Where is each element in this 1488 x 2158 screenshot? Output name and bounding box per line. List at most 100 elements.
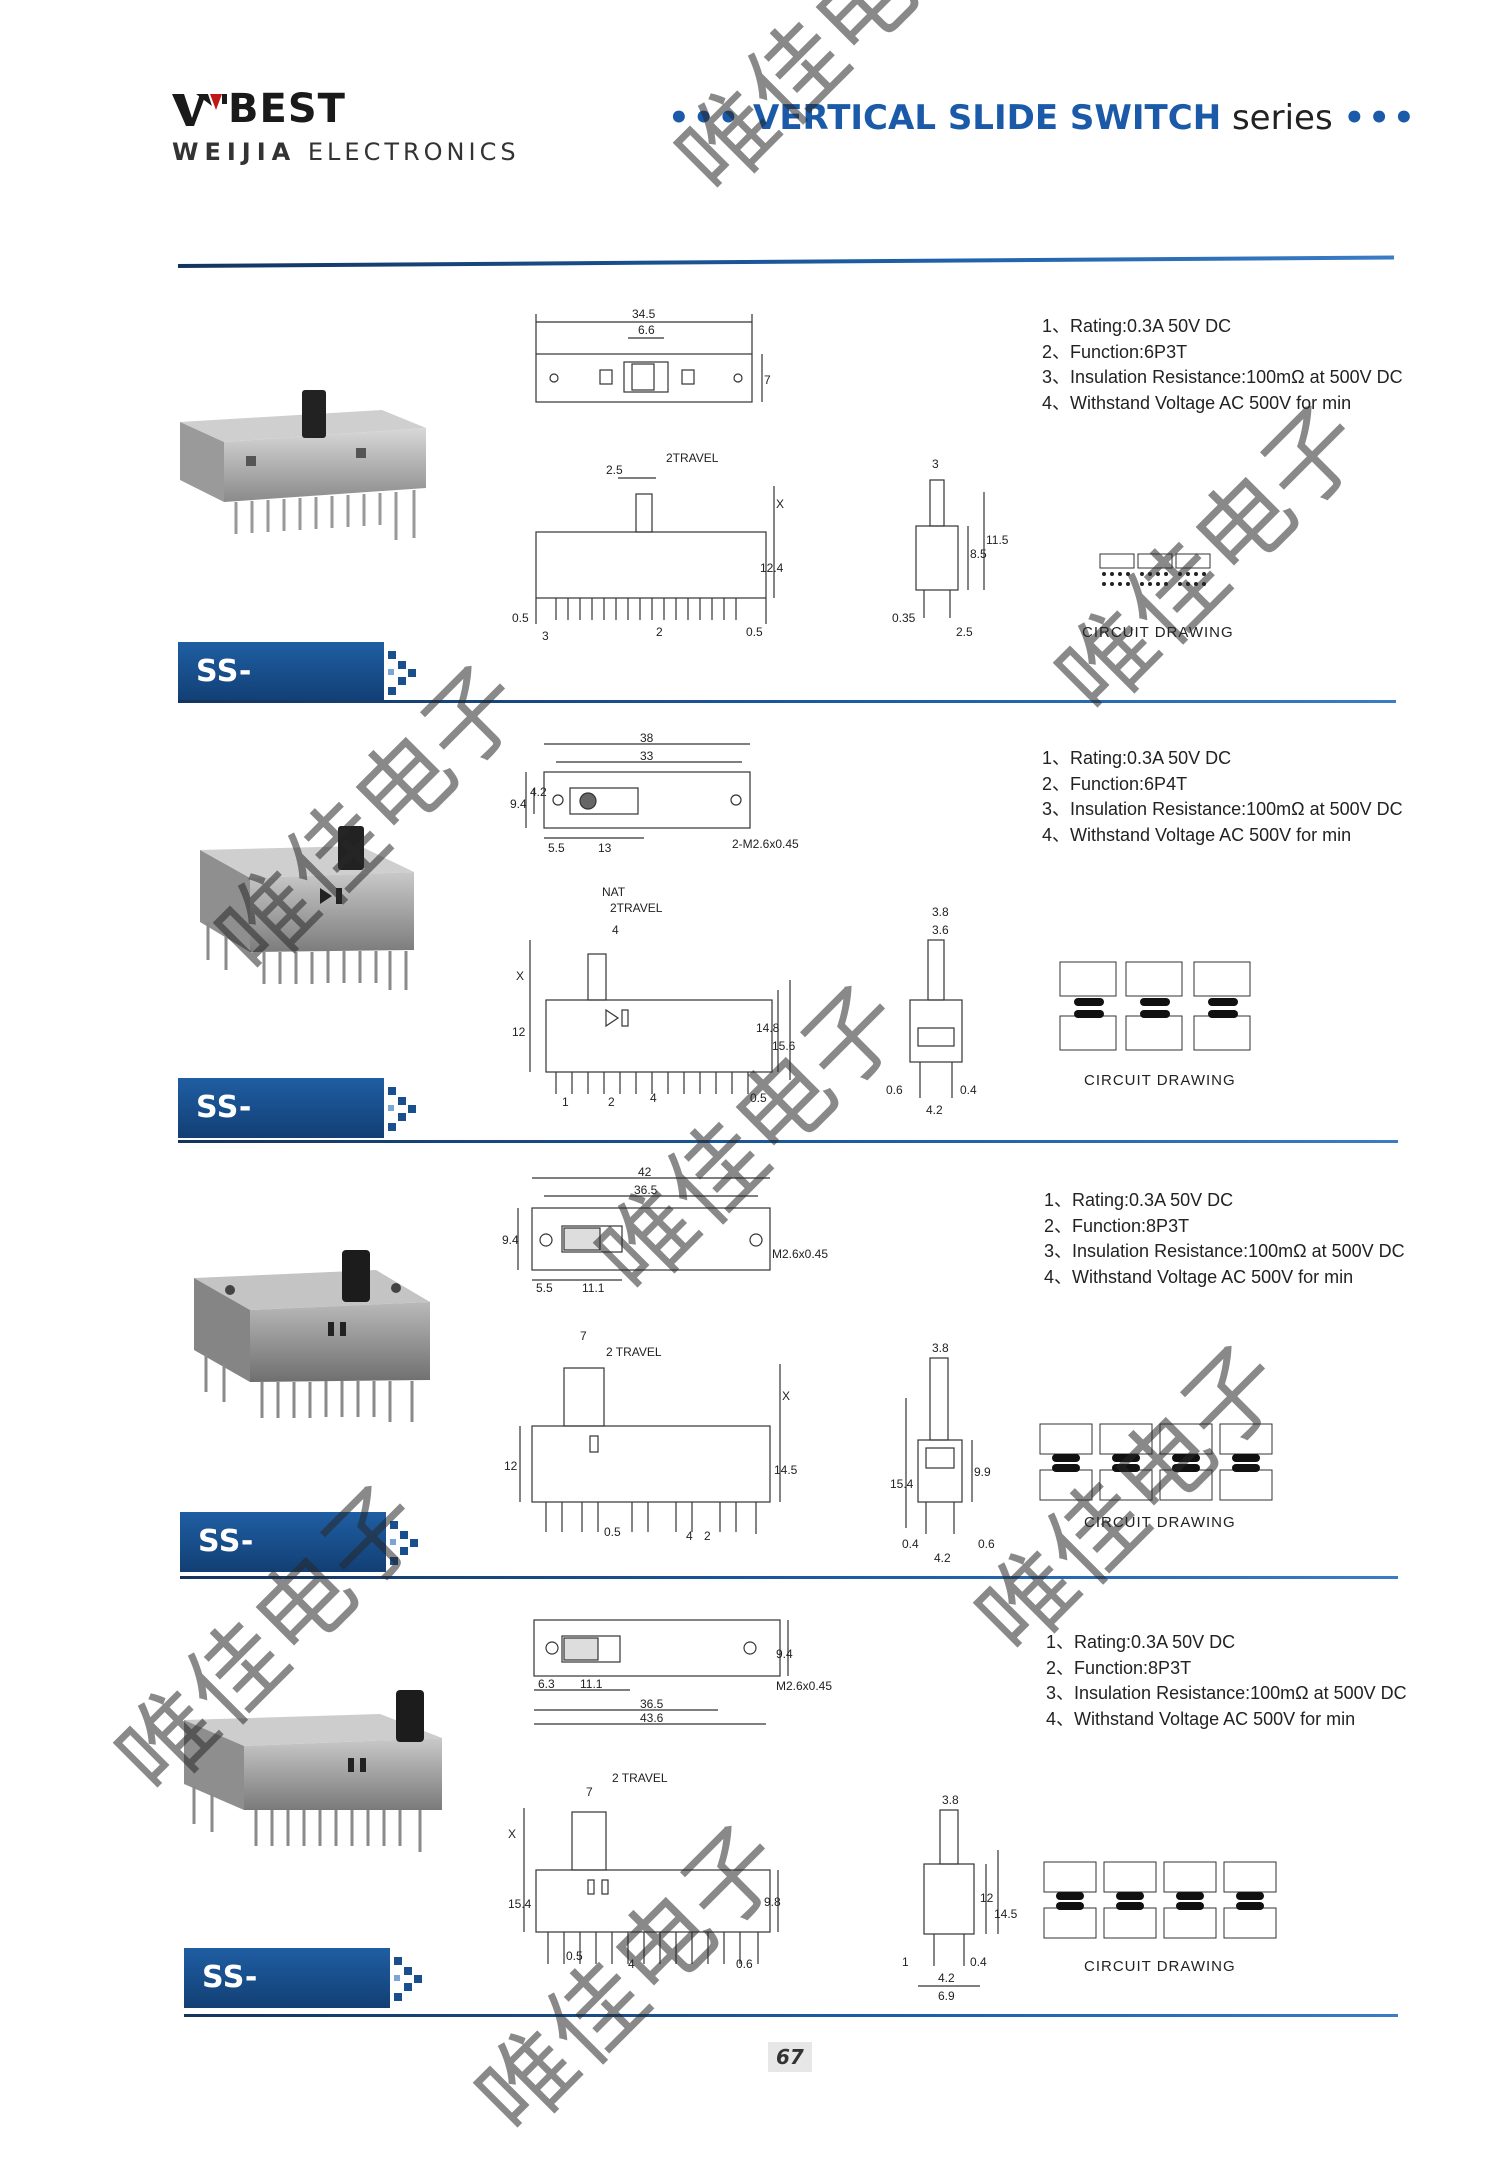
dim-width: 9.4	[510, 797, 527, 811]
circuit-drawing-label: CIRCUIT DRAWING	[1082, 624, 1234, 641]
dim-pin-gap: 2	[704, 1529, 711, 1543]
dim-end-body: 9.9	[974, 1465, 991, 1479]
model-badge: SS-63D04(S)	[178, 642, 428, 749]
dim-end-width: 6.9	[938, 1989, 955, 2003]
spec-rating: 1、Rating:0.3A 50V DC	[1046, 1632, 1236, 1652]
dim-width: 9.4	[776, 1647, 793, 1661]
dim-pin-c: 4	[650, 1091, 657, 1105]
spec-function: 2、Function:6P3T	[1042, 341, 1188, 362]
model-badge: SS-83D01(S)	[180, 1512, 430, 1619]
model-name: SS-64D01(S)	[178, 1078, 384, 1185]
end-view-drawing-1: 0.6 3 8.5 11.5 0.35 2.5	[892, 457, 1009, 639]
dim-x: X	[508, 1827, 516, 1841]
dim-end-pin-b: 0.4	[970, 1955, 987, 1969]
dim-end-pin-a: 1	[902, 1955, 909, 1969]
dim-end-pin: 0.35	[892, 611, 916, 625]
side-view-drawing-2: NAT 2TRAVEL 4 X 12 14.8 15.6 1 2 4 0.5	[512, 885, 796, 1109]
model-name: SS-83D01(S)	[180, 1512, 386, 1619]
dim-end-pin-a: 0.4	[902, 1537, 919, 1551]
company-name: WEIJIA ELECTRONICS	[172, 138, 520, 166]
spec-withstand: 4、Withstand Voltage AC 500V for min	[1046, 1708, 1356, 1729]
dim-width: 9.4	[502, 1233, 519, 1247]
end-view-drawing-3: 3.8 15.4 9.9 0.4 0.6 4.2	[890, 1341, 995, 1565]
dim-travel: 2 TRAVEL	[612, 1771, 668, 1785]
dim-end-pitch: 4.2	[926, 1103, 943, 1117]
dim-length: 38	[640, 731, 654, 745]
dim-end-body: 8.5	[970, 547, 987, 561]
spec-insulation: 3、Insulation Resistance:100mΩ at 500V DC	[1046, 1683, 1407, 1703]
dim-end-knob-a: 3.8	[932, 905, 949, 919]
spec-rating: 1、Rating:0.3A 50V DC	[1044, 1190, 1234, 1210]
brand-name: BEST	[228, 86, 346, 132]
spec-function: 2、Function:6P4T	[1042, 773, 1188, 794]
circuit-drawing-label: CIRCUIT DRAWING	[1084, 1514, 1236, 1531]
dim-pin-a: 1	[562, 1095, 569, 1109]
section-divider	[180, 1576, 1398, 1579]
footer-divider	[184, 2014, 1398, 2017]
spec-function: 2、Function:8P3T	[1046, 1657, 1192, 1678]
side-view-drawing-4: 7 2 TRAVEL X 15.4 9.8 0.5 4 0.6	[508, 1771, 781, 1971]
dim-end-pitch: 2.5	[956, 625, 973, 639]
dim-end-pin-b: 0.4	[960, 1083, 977, 1097]
dim-offset: 5.5	[548, 841, 565, 855]
dim-pin-pitch: 4	[628, 1957, 635, 1971]
series-title-tail: series	[1231, 98, 1333, 138]
spec-list: 1、Rating:0.3A 50V DC 2、Function:8P3T 3、I…	[1046, 1630, 1407, 1732]
dim-knob: 6.6	[638, 323, 655, 337]
series-dots-left: •••	[668, 98, 743, 138]
spec-rating: 1、Rating:0.3A 50V DC	[1042, 748, 1232, 768]
dim-end-pitch: 4.2	[938, 1971, 955, 1985]
circuit-drawing-3	[1039, 1423, 1273, 1501]
weijia-logo-icon	[172, 94, 227, 126]
dim-body-height: 12	[504, 1459, 518, 1473]
dim-x: X	[782, 1389, 790, 1403]
top-view-drawing-3: 42 36.5 9.4 5.5 11.1 M2.6x0.45	[502, 1165, 828, 1294]
header-divider	[177, 255, 1394, 268]
dim-end-body: 12	[980, 1891, 994, 1905]
top-view-drawing-1: 34.5 6.6 7	[535, 307, 771, 403]
dim-pin-width: 0.5	[566, 1949, 583, 1963]
side-view-drawing-1: 2.5 2TRAVEL X 12.4 0.5 3 2 0.5	[512, 451, 784, 643]
dim-total-height: 14.5	[774, 1463, 798, 1477]
dim-end-knob: 3.8	[942, 1793, 959, 1807]
spec-withstand: 4、Withstand Voltage AC 500V for min	[1044, 1266, 1354, 1287]
dim-end-knob-b: 3.6	[932, 923, 949, 937]
section-divider	[178, 1140, 1398, 1143]
top-view-drawing-2: 38 33 9.4 4.2 5.5 13 2-M2.6x0.45	[510, 731, 799, 855]
dim-hole-pitch: 36.5	[640, 1697, 664, 1711]
dim-end-pin: 0.6	[886, 1083, 903, 1097]
dim-travel: 2TRAVEL	[610, 901, 663, 915]
dim-slot-len: 13	[598, 841, 612, 855]
arrow-pixel-icon	[388, 651, 416, 695]
dim-thread: 2-M2.6x0.45	[732, 837, 799, 851]
dim-end-pin: 0.6	[736, 1957, 753, 1971]
end-view-drawing-4: 3.8 12 14.5 1 0.4 4.2 6.9	[902, 1793, 1018, 2003]
dim-end-total: 15.4	[890, 1477, 914, 1491]
dim-slot: 4.2	[530, 785, 547, 799]
circuit-drawing-label: CIRCUIT DRAWING	[1084, 1072, 1236, 1089]
arrow-pixel-icon	[388, 1087, 416, 1131]
dim-end-knob: 3.8	[932, 1341, 949, 1355]
dim-pin-pitch: 4	[686, 1529, 693, 1543]
arrow-pixel-icon	[394, 1957, 422, 2001]
spec-withstand: 4、Withstand Voltage AC 500V for min	[1042, 392, 1352, 413]
dim-length: 34.5	[632, 307, 656, 321]
dim-end-total: 11.5	[986, 533, 1009, 547]
dim-nat: NAT	[602, 885, 626, 899]
dim-end-knob: 3	[932, 457, 939, 471]
dim-slot-len: 11.1	[582, 1281, 605, 1294]
top-view-drawing-4: 9.4 6.3 11.1 36.5 43.6 M2.6x0.45	[533, 1619, 832, 1725]
spec-insulation: 3、Insulation Resistance:100mΩ at 500V DC	[1042, 367, 1403, 387]
dim-hole-pitch: 36.5	[634, 1183, 658, 1197]
section-divider	[178, 700, 1396, 703]
dim-pin-pitch-a: 3	[542, 629, 549, 643]
dim-thread: M2.6x0.45	[776, 1679, 832, 1693]
spec-insulation: 3、Insulation Resistance:100mΩ at 500V DC	[1042, 799, 1403, 819]
dim-end-pin-b: 0.6	[978, 1537, 995, 1551]
dim-length: 43.6	[640, 1711, 664, 1725]
circuit-drawing-4	[1043, 1861, 1277, 1939]
dim-x: X	[776, 497, 784, 511]
series-title-main: VERTICAL SLIDE SWITCH	[753, 98, 1222, 138]
dim-length: 42	[638, 1165, 652, 1179]
spec-withstand: 4、Withstand Voltage AC 500V for min	[1042, 824, 1352, 845]
